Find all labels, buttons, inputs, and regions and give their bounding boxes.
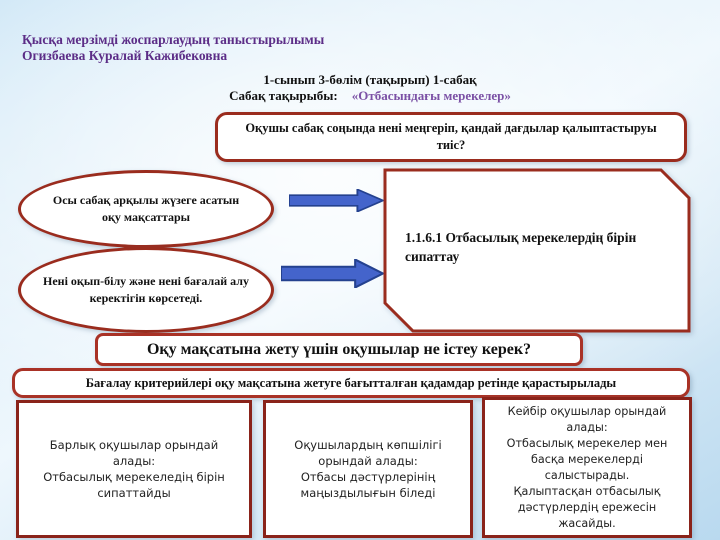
lesson-info: 1-сынып 3-бөлім (тақырып) 1-сабақ: [263, 72, 477, 87]
author-name: Огизбаева Куралай Кажибековна: [22, 48, 228, 63]
action-question-box: Оқу мақсатына жету үшін оқушылар не істе…: [95, 333, 583, 366]
presentation-title: Қысқа мерзімді жоспарлаудың таныстырылым…: [22, 32, 325, 47]
ellipse-learning-objectives: Осы сабақ арқылы жүзеге асатын оқу мақса…: [18, 170, 274, 248]
presentation-title-block: Қысқа мерзімді жоспарлаудың таныстырылым…: [22, 32, 392, 64]
question-box-text: Оқушы сабақ соңында нені меңгеріп, қанда…: [245, 121, 657, 152]
ellipse-assessment-purpose-text: Нені оқып-білу және нені бағалай алу кер…: [43, 274, 249, 305]
criteria-note-text: Бағалау критерийлері оқу мақсатына жетуг…: [85, 376, 617, 390]
outcome-box-most-learners: Оқушылардың көпшілігі орындай алады: Отб…: [263, 400, 473, 538]
right-arrow-icon: [289, 189, 384, 212]
right-arrow-icon: [281, 259, 384, 288]
criteria-note-box: Бағалау критерийлері оқу мақсатына жетуг…: [12, 368, 690, 398]
objective-text: 1.1.6.1 Отбасылық мерекелердің бірін сип…: [405, 230, 637, 264]
ellipse-learning-objectives-text: Осы сабақ арқылы жүзеге асатын оқу мақса…: [52, 193, 240, 224]
outcome-box-some-learners: Кейбір оқушылар орындай алады: Отбасылық…: [482, 397, 692, 538]
topic-value: «Отбасындағы мерекелер»: [351, 88, 511, 103]
lesson-info-block: 1-сынып 3-бөлім (тақырып) 1-сабақ Сабақ …: [140, 72, 600, 104]
ellipse-assessment-purpose: Нені оқып-білу және нені бағалай алу кер…: [18, 247, 274, 333]
topic-line: Сабақ тақырыбы: «Отбасындағы мерекелер»: [140, 88, 600, 104]
action-question-text: Оқу мақсатына жету үшін оқушылар не істе…: [146, 340, 532, 358]
question-box: Оқушы сабақ соңында нені меңгеріп, қанда…: [215, 112, 687, 162]
outcome-box-all-learners: Барлық оқушылар орындай алады: Отбасылық…: [16, 400, 252, 538]
objective-shape: 1.1.6.1 Отбасылық мерекелердің бірін сип…: [383, 168, 691, 333]
topic-label: Сабақ тақырыбы:: [229, 88, 338, 103]
